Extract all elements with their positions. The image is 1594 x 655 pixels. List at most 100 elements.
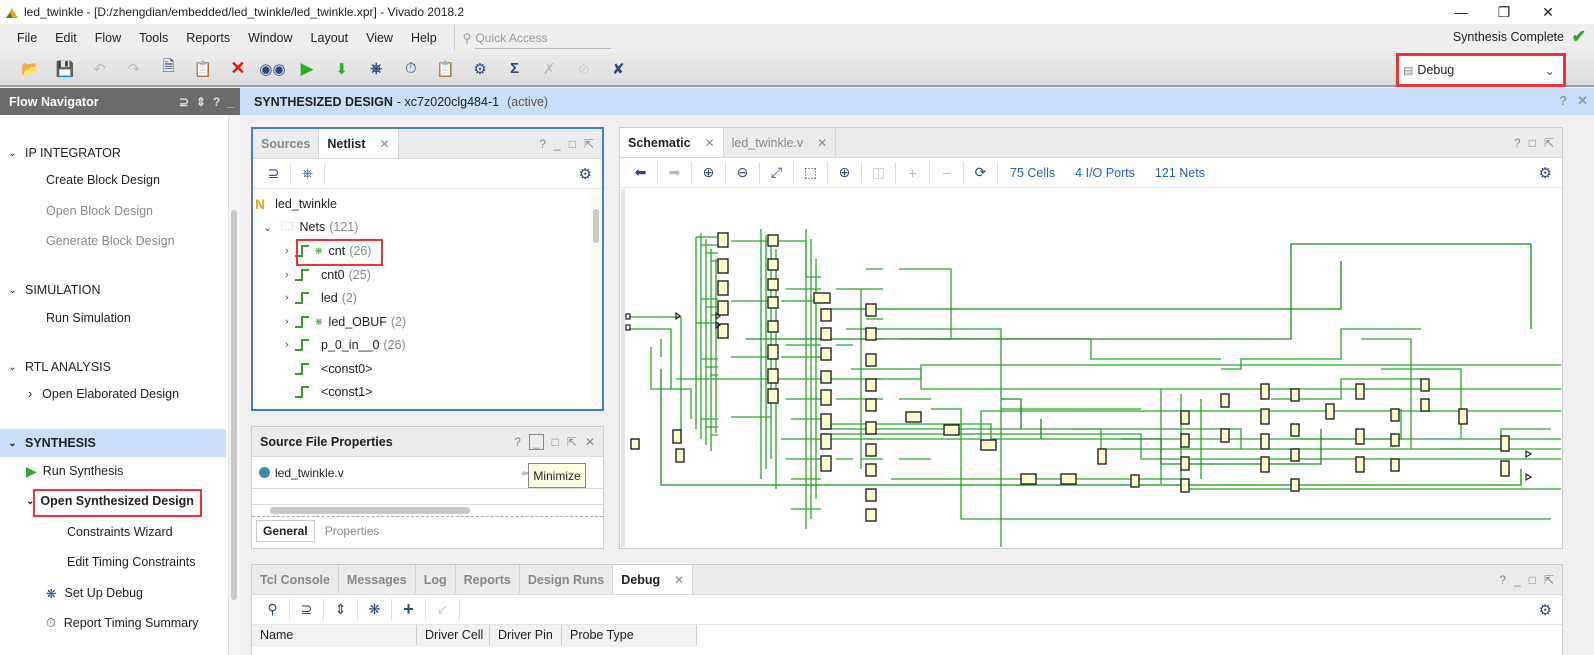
nav-report-timing-summary[interactable]: ⏱Report Timing Summary xyxy=(46,615,199,631)
menu-layout[interactable]: Layout xyxy=(310,31,349,45)
schematic-diagram[interactable] xyxy=(621,189,1561,549)
help-icon[interactable]: ? xyxy=(1499,572,1506,587)
section-rtl-analysis[interactable]: ⌄RTL ANALYSIS xyxy=(0,353,226,381)
disconnect-icon[interactable]: ↙ xyxy=(426,598,460,621)
nav-edit-timing-constraints[interactable]: Edit Timing Constraints xyxy=(67,555,196,569)
tab-design-runs[interactable]: Design Runs xyxy=(520,565,614,594)
back-arrow-icon[interactable]: ⬅ xyxy=(520,465,531,480)
float-icon[interactable]: ⇱ xyxy=(566,434,577,449)
nav-create-block-design[interactable]: Create Block Design xyxy=(46,173,160,187)
gear-icon[interactable]: ⚙ xyxy=(1538,601,1552,619)
forward-icon[interactable]: ➡ xyxy=(658,161,692,184)
collapse-icon[interactable]: − xyxy=(930,161,964,184)
menu-tools[interactable]: Tools xyxy=(139,31,169,45)
tree-net-const0[interactable]: <const0> xyxy=(295,358,372,380)
minimize-icon[interactable]: _ xyxy=(1514,572,1521,587)
tree-net-led[interactable]: ›led(2) xyxy=(285,291,357,305)
open-project-icon[interactable]: 📂 xyxy=(20,60,40,78)
restore-window-button[interactable]: ❐ xyxy=(1497,4,1511,20)
tree-net-const1[interactable]: <const1> xyxy=(295,381,372,403)
help-icon[interactable]: ? xyxy=(1514,135,1521,150)
sigma-icon[interactable]: Σ xyxy=(510,60,520,77)
close-tab-icon[interactable]: ✕ xyxy=(674,572,685,587)
help-icon[interactable]: ? xyxy=(514,434,521,449)
nav-open-elaborated-design[interactable]: ›Open Elaborated Design xyxy=(28,387,180,401)
maximize-icon[interactable]: □ xyxy=(568,136,576,151)
section-synthesis[interactable]: ⌄SYNTHESIS xyxy=(0,429,226,457)
tab-properties[interactable]: Properties xyxy=(324,524,380,538)
schematic-icon[interactable]: ⎈ xyxy=(370,60,383,77)
expand-icon[interactable]: + xyxy=(896,161,930,184)
menu-help[interactable]: Help xyxy=(410,31,437,45)
menu-view[interactable]: View xyxy=(366,31,393,45)
quick-access[interactable]: ⚲ Quick Access xyxy=(453,25,612,51)
column-driver-pin[interactable]: Driver Pin xyxy=(490,625,562,645)
tree-net-p0in0[interactable]: ›p_0_in__0(26) xyxy=(285,338,406,352)
menu-window[interactable]: Window xyxy=(248,31,293,45)
minimize-button[interactable]: _ xyxy=(528,433,544,450)
bug-icon[interactable]: ❋ xyxy=(358,598,392,621)
expand-all-icon[interactable]: ⇕ xyxy=(195,94,206,109)
refresh-icon[interactable]: ⟳ xyxy=(964,161,998,184)
nav-run-synthesis[interactable]: ▶Run Synthesis xyxy=(26,462,124,479)
zoom-area-icon[interactable]: ⬚ xyxy=(794,161,828,184)
column-probe-type[interactable]: Probe Type xyxy=(562,625,697,645)
close-tab-icon[interactable]: ✕ xyxy=(704,135,715,150)
nav-open-block-design[interactable]: Open Block Design xyxy=(46,204,154,218)
auto-fit-selection-icon[interactable]: ⊕ xyxy=(828,161,862,184)
column-name[interactable]: Name xyxy=(252,625,417,645)
menu-edit[interactable]: Edit xyxy=(55,31,77,45)
cells-link[interactable]: 75 Cells xyxy=(1010,165,1056,180)
expand-all-icon[interactable]: ⇕ xyxy=(324,598,358,621)
help-icon[interactable]: ? xyxy=(539,136,546,151)
save-icon[interactable]: 💾 xyxy=(55,60,75,78)
tab-netlist[interactable]: Netlist✕ xyxy=(319,129,399,158)
float-icon[interactable]: ⇱ xyxy=(1543,135,1554,150)
maximize-icon[interactable]: □ xyxy=(1528,572,1536,587)
tab-reports[interactable]: Reports xyxy=(456,565,520,594)
gear-icon[interactable]: ⚙ xyxy=(1538,164,1552,182)
report-icon[interactable]: 📋 xyxy=(436,60,455,78)
auto-connect-icon[interactable]: ✗ xyxy=(542,60,556,78)
regenerate-icon[interactable]: ◫ xyxy=(862,161,896,184)
paste-icon[interactable]: 📋 xyxy=(193,60,213,78)
nav-constraints-wizard[interactable]: Constraints Wizard xyxy=(67,525,173,539)
menu-file[interactable]: File xyxy=(17,31,38,45)
collapse-all-icon[interactable]: ⊇ xyxy=(178,94,189,109)
collapse-all-icon[interactable]: ⊇ xyxy=(290,598,324,621)
settings-icon[interactable]: ⚙ xyxy=(473,60,487,78)
menu-flow[interactable]: Flow xyxy=(94,31,122,45)
zoom-in-icon[interactable]: ⊕ xyxy=(692,161,726,184)
maximize-icon[interactable]: □ xyxy=(1528,135,1536,150)
tab-schematic[interactable]: Schematic✕ xyxy=(620,128,724,157)
back-icon[interactable]: ⬅ xyxy=(624,161,658,184)
tab-sources[interactable]: Sources xyxy=(253,129,320,158)
netlist-scrollbar[interactable] xyxy=(591,193,602,407)
close-icon[interactable]: ✕ xyxy=(584,434,595,449)
zoom-out-icon[interactable]: ⊖ xyxy=(726,161,760,184)
maximize-icon[interactable]: □ xyxy=(551,434,559,449)
tree-net-led-obuf[interactable]: ›❋led_OBUF(2) xyxy=(285,315,407,329)
close-window-button[interactable]: ✕ xyxy=(1542,4,1554,20)
nav-open-synthesized-design[interactable]: ⌄Open Synthesized Design xyxy=(26,494,194,508)
io-ports-link[interactable]: 4 I/O Ports xyxy=(1075,165,1135,180)
scrollbar-thumb[interactable] xyxy=(593,209,599,243)
tab-tcl-console[interactable]: Tcl Console xyxy=(252,565,339,594)
help-icon[interactable]: ? xyxy=(1559,93,1568,108)
tree-net-cnt[interactable]: ›❋cnt(26) xyxy=(285,244,372,258)
section-ip-integrator[interactable]: ⌄IP INTEGRATOR xyxy=(0,139,226,167)
delete-icon[interactable]: ✕ xyxy=(230,58,246,78)
close-icon[interactable]: ✕ xyxy=(1577,93,1588,108)
add-icon[interactable]: + xyxy=(392,598,426,621)
close-tab-icon[interactable]: ✕ xyxy=(817,135,828,150)
minimize-window-button[interactable]: — xyxy=(1454,4,1468,20)
tree-net-cnt0[interactable]: ›cnt0(25) xyxy=(285,268,371,282)
zoom-fit-icon[interactable]: ⤢ xyxy=(760,161,794,184)
close-tab-icon[interactable]: ✕ xyxy=(379,136,390,151)
tab-led-twinkle-v[interactable]: led_twinkle.v✕ xyxy=(724,128,837,157)
gear-icon[interactable]: ⚙ xyxy=(578,165,592,183)
redo-icon[interactable]: ↷ xyxy=(127,60,141,78)
scrollbar-thumb[interactable] xyxy=(270,507,470,514)
minimize-icon[interactable]: _ xyxy=(554,136,561,151)
